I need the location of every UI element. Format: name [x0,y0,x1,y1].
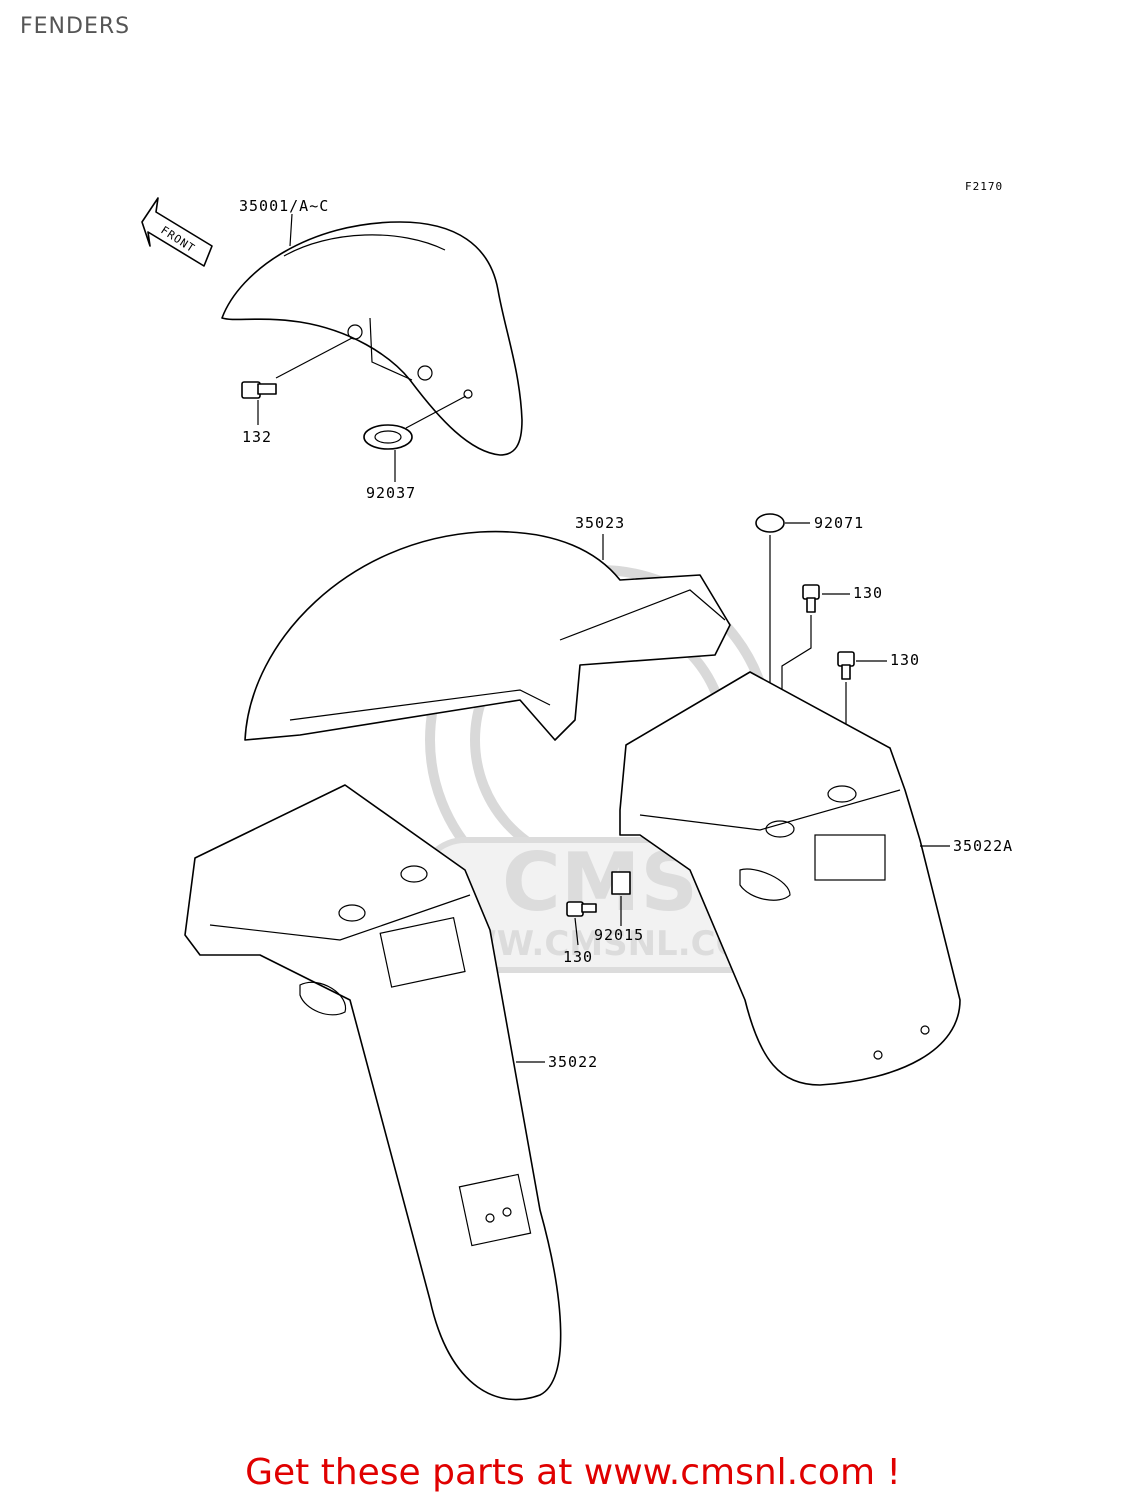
callout-130-right-2: 130 [890,651,920,669]
callout-leaders [257,213,950,1063]
figure-code: F2170 [965,180,1003,193]
callout-35022A: 35022A [953,837,1013,855]
callout-92015: 92015 [594,926,644,944]
rear-fender-right [619,671,961,1086]
get-parts-link[interactable]: Get these parts at www.cmsnl.com ! [245,1452,901,1493]
callout-92071: 92071 [814,514,864,532]
callout-35023: 35023 [575,514,625,532]
callout-92037: 92037 [366,484,416,502]
clip-92037-icon [363,395,467,450]
rear-fender-left [184,784,562,1401]
callout-130-center: 130 [563,948,593,966]
bolt-132-icon [241,337,353,399]
bolt-130-right-1-icon [781,584,820,820]
callout-132: 132 [242,428,272,446]
callout-35022: 35022 [548,1053,598,1071]
callout-130-right-1: 130 [853,584,883,602]
front-fender [221,221,523,456]
inner-fender [244,530,731,741]
page-title: FENDERS [20,14,131,39]
front-arrow-icon: FRONT [141,197,213,267]
nut-92015-icon [611,871,631,895]
bolt-130-center-icon [566,901,597,917]
callout-35001: 35001/A~C [239,197,329,215]
